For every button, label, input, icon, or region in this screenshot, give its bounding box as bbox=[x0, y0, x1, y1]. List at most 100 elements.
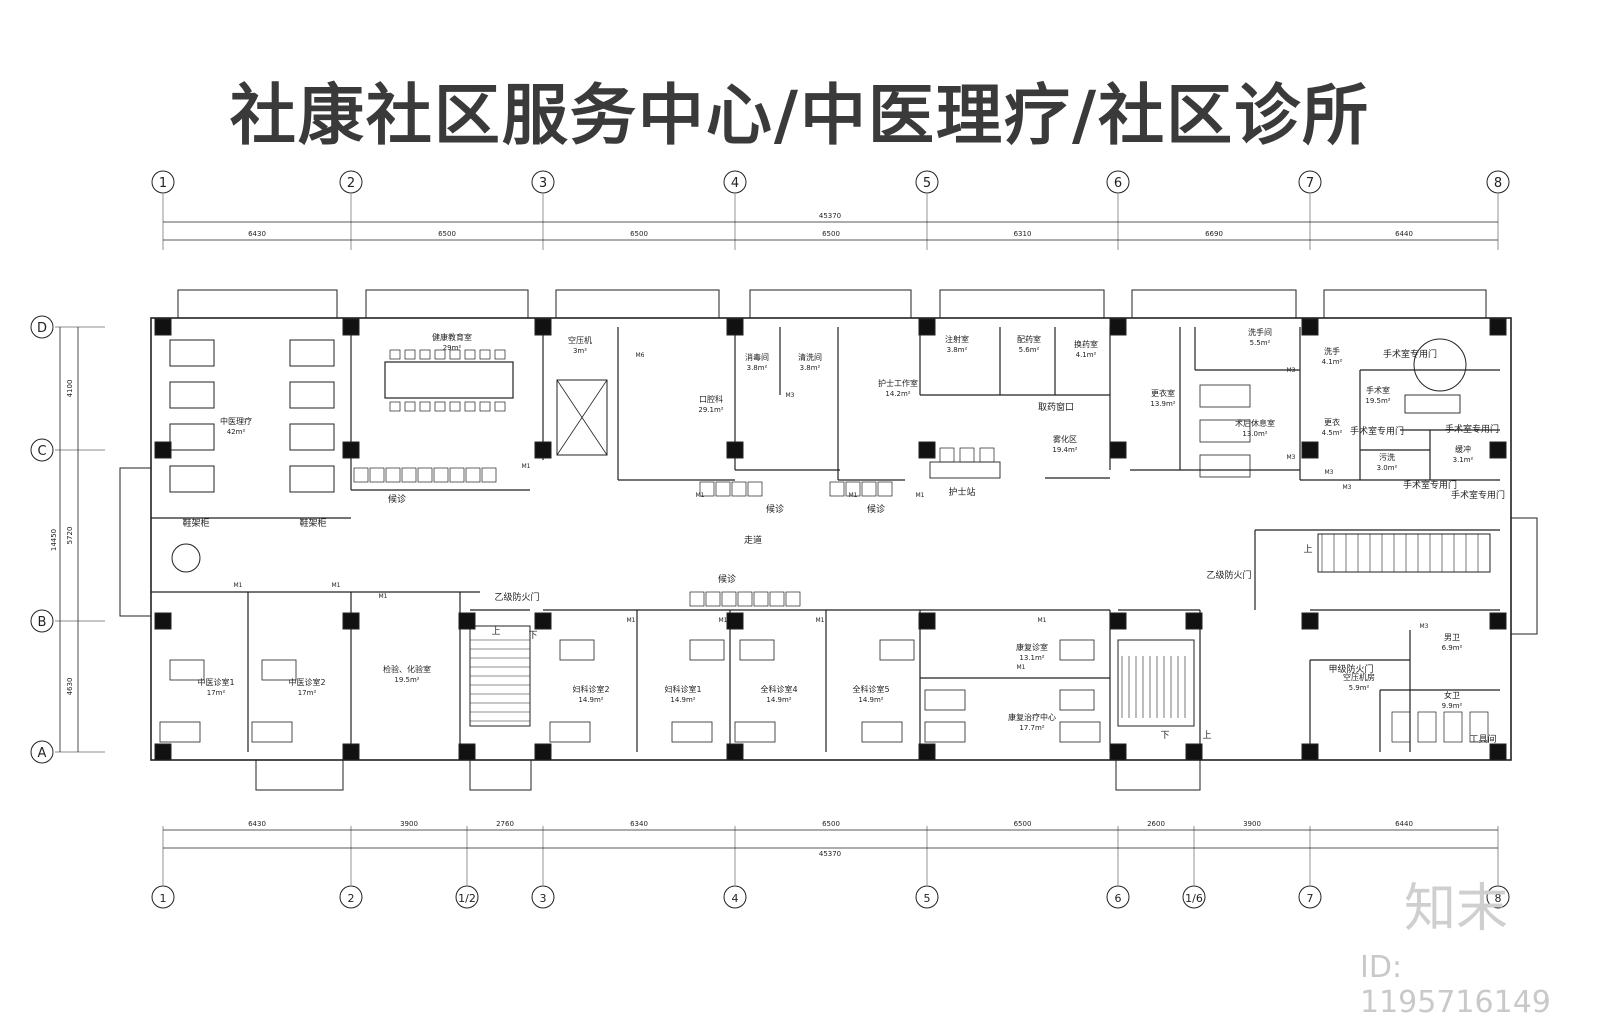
room-name-female-wc: 女卫 bbox=[1444, 690, 1460, 700]
room-name-gp-5: 全科诊室5 bbox=[852, 684, 889, 694]
column bbox=[1185, 743, 1203, 761]
exam-bed bbox=[734, 721, 776, 743]
grid-bubble-top bbox=[723, 170, 747, 194]
window-bay-top bbox=[1131, 289, 1297, 319]
door-tag: M3 bbox=[1420, 623, 1429, 630]
grid-label-top: 3 bbox=[539, 176, 547, 191]
stair-up-label: 上 bbox=[1303, 544, 1312, 555]
column bbox=[1185, 612, 1203, 630]
door-tag: M1 bbox=[849, 492, 858, 499]
therapy-bed bbox=[289, 381, 335, 409]
therapy-bed bbox=[169, 465, 215, 493]
grid-label-bottom: 5 bbox=[924, 892, 931, 905]
room-area-buffer: 3.1m² bbox=[1453, 456, 1474, 464]
chair bbox=[419, 349, 431, 360]
room-area-lab: 19.5m² bbox=[394, 676, 419, 684]
waiting-chair bbox=[769, 591, 785, 607]
grid-label-row: A bbox=[38, 746, 47, 761]
dim-bottom: 6500 bbox=[1014, 820, 1032, 828]
dim-bottom: 6340 bbox=[630, 820, 648, 828]
desk bbox=[689, 639, 725, 661]
toilet-stall bbox=[1417, 711, 1437, 743]
room-name-dressing: 换药室 bbox=[1074, 339, 1098, 349]
column bbox=[534, 743, 552, 761]
column bbox=[342, 743, 360, 761]
window-bay-top bbox=[177, 289, 338, 319]
op-door-label: 手术室专用门 bbox=[1445, 423, 1499, 435]
column bbox=[534, 612, 552, 630]
waiting-label: 候诊 bbox=[867, 503, 885, 515]
door-tag: M6 bbox=[636, 352, 645, 359]
room-area-air-compressor: 5.9m² bbox=[1349, 684, 1370, 692]
column bbox=[1301, 441, 1319, 459]
column bbox=[342, 318, 360, 336]
grid-bubble-bottom bbox=[723, 885, 747, 909]
room-name-buffer: 缓冲 bbox=[1455, 444, 1471, 454]
column bbox=[458, 743, 476, 761]
room-area-disinfection: 3.8m² bbox=[747, 364, 768, 372]
stair-up-label: 上 bbox=[491, 626, 500, 637]
column bbox=[154, 441, 172, 459]
dim-left: 5720 bbox=[66, 527, 74, 545]
room-area-locker-big: 13.9m² bbox=[1150, 400, 1175, 408]
room-name-disinfection: 消毒间 bbox=[745, 352, 769, 362]
grid-label-bottom: 1 bbox=[160, 892, 167, 905]
stair-2 bbox=[1117, 639, 1195, 727]
column bbox=[154, 743, 172, 761]
waiting-chair bbox=[877, 481, 893, 497]
grid-label-row: C bbox=[37, 444, 46, 459]
room-area-air-compressor-top: 3m² bbox=[573, 347, 587, 355]
waiting-label: 候诊 bbox=[766, 503, 784, 515]
room-area-male-wc: 6.9m² bbox=[1442, 644, 1463, 652]
grid-bubble-row bbox=[30, 438, 54, 462]
stair-down-label: 下 bbox=[528, 631, 537, 641]
room-name-locker-big: 更衣室 bbox=[1151, 388, 1175, 398]
chair bbox=[404, 349, 416, 360]
exam-bed bbox=[549, 721, 591, 743]
waiting-chair bbox=[845, 481, 861, 497]
walls bbox=[119, 289, 1538, 791]
room-area-gyn-1: 14.9m² bbox=[670, 696, 695, 704]
grid-bubble-row bbox=[30, 609, 54, 633]
column bbox=[918, 743, 936, 761]
waiting-chair bbox=[715, 481, 731, 497]
waiting-chair bbox=[353, 467, 369, 483]
room-name-cleaning: 清洗间 bbox=[798, 352, 822, 362]
grid-bubble-bottom bbox=[531, 885, 555, 909]
grid-bubble-top bbox=[151, 170, 175, 194]
shoe-cabinet-label: 鞋架柜 bbox=[299, 517, 326, 529]
door-tag: M1 bbox=[916, 492, 925, 499]
grid-label-top: 2 bbox=[347, 176, 355, 191]
grid-bubble-row bbox=[30, 740, 54, 764]
grid-label-top: 1 bbox=[159, 176, 167, 191]
room-name-tcm-therapy: 中医理疗 bbox=[220, 416, 252, 426]
room-area-post-op: 13.0m² bbox=[1242, 430, 1267, 438]
therapy-bed bbox=[169, 339, 215, 367]
station-seat bbox=[959, 447, 975, 463]
door-tag: M1 bbox=[1038, 617, 1047, 624]
station-seat bbox=[939, 447, 955, 463]
waiting-chair bbox=[753, 591, 769, 607]
pickup-window-label: 取药窗口 bbox=[1038, 401, 1074, 413]
exam-bed bbox=[924, 689, 966, 711]
room-name-air-compressor-top: 空压机 bbox=[568, 335, 592, 345]
dim-total-top: 45370 bbox=[819, 212, 841, 220]
recovery-bed bbox=[1199, 454, 1251, 478]
grid-label-top: 5 bbox=[923, 176, 931, 191]
column bbox=[154, 612, 172, 630]
room-name-tcm-clinic-2: 中医诊室2 bbox=[288, 677, 325, 687]
recovery-bed bbox=[1199, 419, 1251, 443]
window-bay-bottom bbox=[255, 759, 344, 791]
plan-title: 社康社区服务中心/中医理疗/社区诊所 bbox=[229, 77, 1371, 154]
room-name-scrub: 洗手 bbox=[1324, 346, 1340, 356]
desk bbox=[739, 639, 775, 661]
chair bbox=[479, 401, 491, 412]
window-bay-top bbox=[555, 289, 720, 319]
column bbox=[726, 441, 744, 459]
column bbox=[534, 318, 552, 336]
room-area-tcm-therapy: 42m² bbox=[227, 428, 246, 436]
grid-label-bottom: 4 bbox=[732, 892, 739, 905]
dim-top: 6500 bbox=[822, 230, 840, 238]
dim-top: 6690 bbox=[1205, 230, 1223, 238]
